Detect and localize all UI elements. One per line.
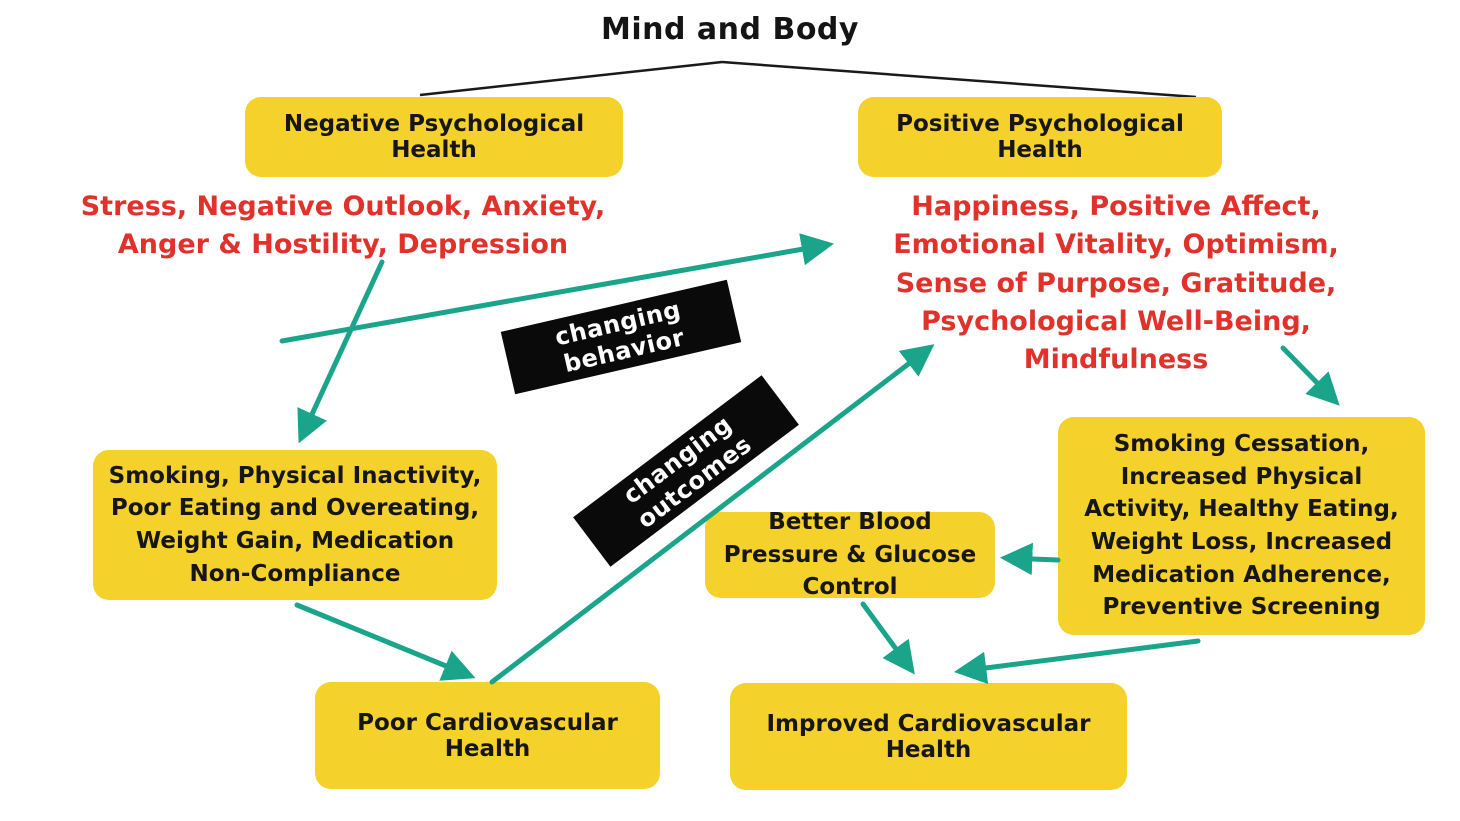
- label-changing-behavior: changing behavior: [500, 279, 742, 395]
- text-positive-traits: Happiness, Positive Affect, Emotional Vi…: [893, 191, 1339, 376]
- node-label: Smoking Cessation, Increased Physical Ac…: [1084, 431, 1399, 621]
- node-risk-behaviors: Smoking, Physical Inactivity, Poor Eatin…: [93, 450, 497, 600]
- node-label: Smoking, Physical Inactivity, Poor Eatin…: [108, 462, 482, 587]
- node-better-blood-pressure-glucose-control: Better Blood Pressure & Glucose Control: [705, 509, 995, 600]
- arrow-healthy-behaviors-to-better-control: [999, 542, 1061, 576]
- node-label: Positive Psychological Health: [896, 111, 1184, 163]
- text-negative-traits: Stress, Negative Outlook, Anxiety, Anger…: [80, 191, 606, 261]
- arrow-negative-traits-to-risk-behaviors: [297, 259, 385, 444]
- label-text: changing behavior: [552, 295, 688, 379]
- node-label: Improved Cardiovascular Health: [766, 710, 1091, 763]
- line-title-to-positive: [721, 60, 1197, 99]
- node-positive-psychological-health: Positive Psychological Health: [858, 97, 1222, 177]
- node-healthy-behaviors: Smoking Cessation, Increased Physical Ac…: [1058, 417, 1425, 635]
- arrow-risk-behaviors-to-poor-cv: [294, 602, 476, 681]
- node-label: Poor Cardiovascular Health: [357, 709, 618, 762]
- node-label: Negative Psychological Health: [283, 111, 585, 163]
- node-negative-psychological-health: Negative Psychological Health: [245, 97, 623, 177]
- diagram-title: Mind and Body: [601, 12, 859, 47]
- node-label: Better Blood Pressure & Glucose Control: [723, 509, 977, 601]
- line-title-to-negative: [419, 60, 723, 97]
- arrow-healthy-behaviors-to-improved-cv: [953, 638, 1201, 685]
- node-poor-cardiovascular-health: Poor Cardiovascular Health: [315, 682, 660, 789]
- arrow-better-control-to-improved-cv: [860, 601, 915, 675]
- node-improved-cardiovascular-health: Improved Cardiovascular Health: [730, 683, 1127, 790]
